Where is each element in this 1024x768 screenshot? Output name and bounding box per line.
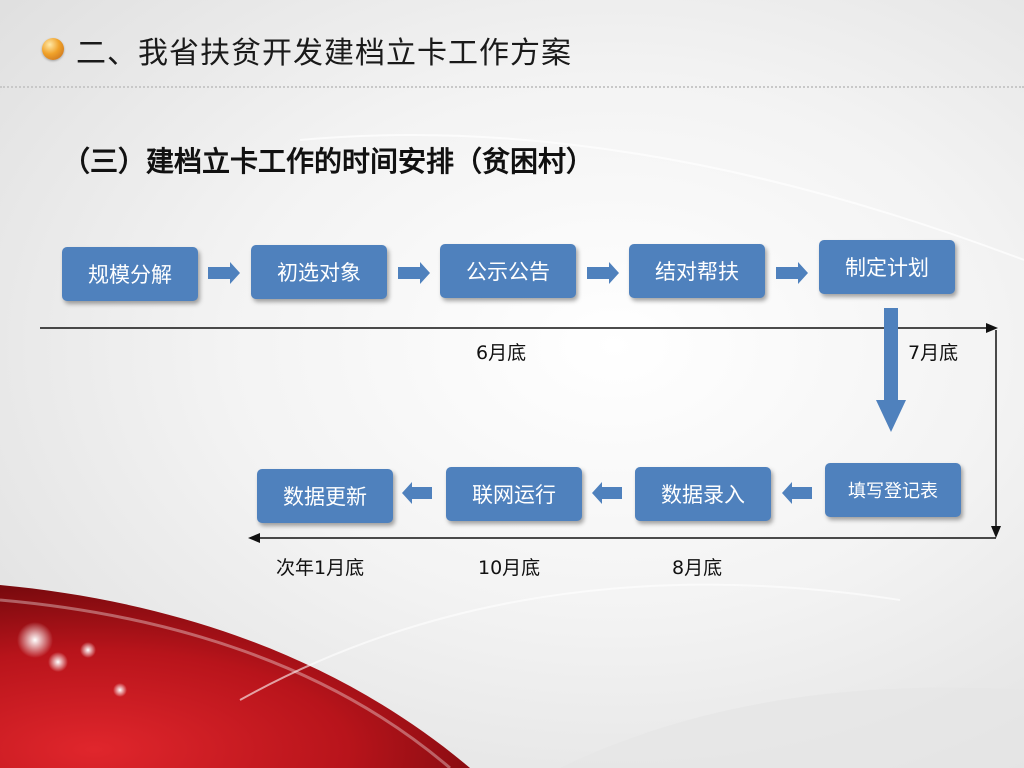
- timeline-label-june: 6月底: [476, 342, 527, 364]
- arrow-left-icon: [592, 482, 622, 504]
- timeline-top-arrowhead: [986, 323, 998, 333]
- step-data-update: 数据更新: [257, 469, 393, 523]
- arrow-left-icon: [402, 482, 432, 504]
- slide-title: 二、我省扶贫开发建档立卡工作方案: [76, 36, 572, 71]
- step-initial-selection: 初选对象: [251, 245, 387, 299]
- step-scale-breakdown: 规模分解: [62, 247, 198, 301]
- arrow-right-icon: [398, 262, 430, 284]
- arrow-right-icon: [776, 262, 808, 284]
- arrow-down-icon: [876, 308, 906, 432]
- timeline-bottom-arrowhead: [248, 533, 260, 543]
- slide-subtitle: （三）建档立卡工作的时间安排（贫困村）: [62, 145, 595, 178]
- timeline-right-arrowhead: [991, 526, 1001, 538]
- title-bullet-icon: [42, 38, 64, 60]
- arrow-right-icon: [208, 262, 240, 284]
- title-divider: [0, 86, 1024, 88]
- arrow-right-icon: [587, 262, 619, 284]
- step-data-entry: 数据录入: [635, 467, 771, 521]
- step-make-plan: 制定计划: [819, 240, 955, 294]
- timeline-label-july: 7月底: [908, 342, 959, 364]
- timeline-label-next-january: 次年1月底: [276, 557, 365, 579]
- timeline-label-october: 10月底: [478, 557, 541, 579]
- timeline-label-august: 8月底: [672, 557, 723, 579]
- step-pairing-assistance: 结对帮扶: [629, 244, 765, 298]
- arrow-left-icon: [782, 482, 812, 504]
- step-network-operation: 联网运行: [446, 467, 582, 521]
- step-public-notice: 公示公告: [440, 244, 576, 298]
- step-fill-registration-form: 填写登记表: [825, 463, 961, 517]
